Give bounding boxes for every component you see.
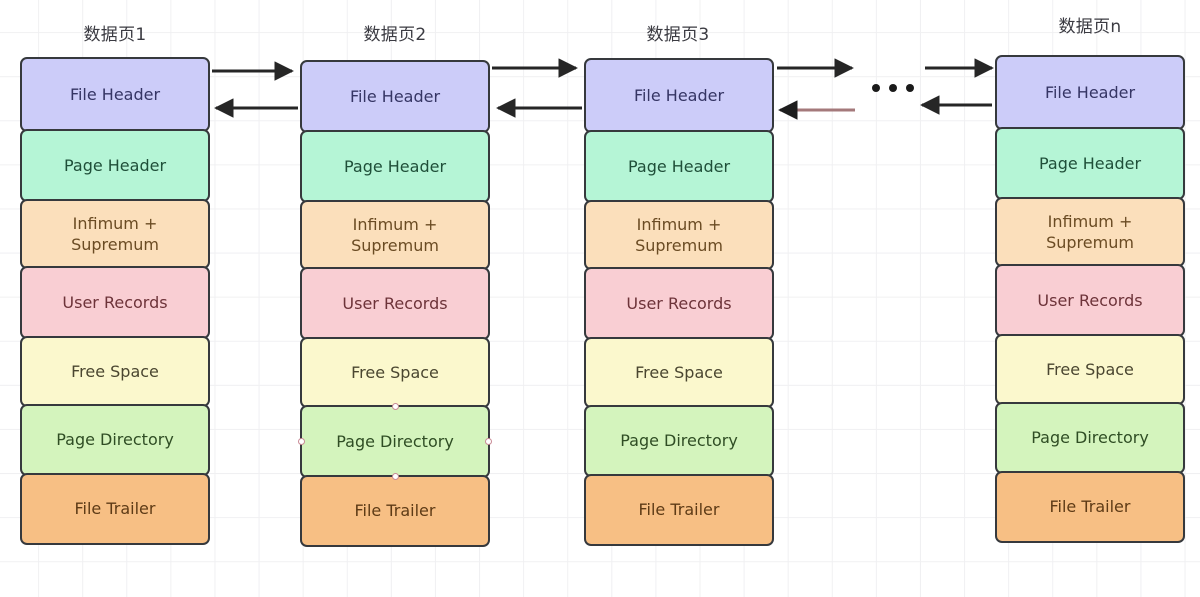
segment-file-trailer[interactable]: File Trailer [20,473,210,545]
segment-page-directory-selected[interactable]: Page Directory [298,403,492,480]
segment-user-records[interactable]: User Records [300,267,490,340]
column-title-3: 数据页3 [646,25,710,45]
ellipsis-dot-icon [906,84,914,92]
segment-user-records[interactable]: User Records [584,267,774,340]
segment-page-header[interactable]: Page Header [584,130,774,203]
segment-file-trailer[interactable]: File Trailer [995,471,1185,543]
column-title-1: 数据页1 [83,25,147,45]
segment-page-directory[interactable]: Page Directory [584,405,774,477]
segment-infimum-supremum[interactable]: Infimum + Supremum [20,199,210,269]
segment-infimum-supremum[interactable]: Infimum + Supremum [995,197,1185,267]
connection-handle-bottom-icon[interactable] [391,473,399,480]
segment-free-space[interactable]: Free Space [300,337,490,408]
segment-free-space[interactable]: Free Space [995,334,1185,405]
segment-page-header[interactable]: Page Header [995,127,1185,200]
segment-infimum-supremum[interactable]: Infimum + Supremum [300,200,490,270]
segment-page-directory[interactable]: Page Directory [20,404,210,476]
segment-file-trailer[interactable]: File Trailer [584,474,774,546]
connection-handle-top-icon[interactable] [391,403,399,410]
segment-user-records[interactable]: User Records [995,264,1185,337]
column-title-n: 数据页n [1058,17,1122,37]
segment-free-space[interactable]: Free Space [20,336,210,407]
segment-page-header[interactable]: Page Header [300,130,490,203]
segment-page-header[interactable]: Page Header [20,129,210,202]
segment-page-directory[interactable]: Page Directory [995,402,1185,474]
segment-file-header[interactable]: File Header [20,57,210,132]
column-title-2: 数据页2 [363,25,427,45]
segment-page-directory-label: Page Directory [336,431,454,451]
segment-file-header[interactable]: File Header [300,60,490,133]
connection-handle-right-icon[interactable] [485,438,492,445]
segment-file-trailer[interactable]: File Trailer [300,475,490,547]
page-column-1[interactable]: File Header Page Header Infimum + Suprem… [20,57,210,545]
ellipsis-indicator [872,84,914,92]
segment-infimum-supremum[interactable]: Infimum + Supremum [584,200,774,270]
ellipsis-dot-icon [889,84,897,92]
segment-free-space[interactable]: Free Space [584,337,774,408]
connection-handle-left-icon[interactable] [298,438,305,445]
page-column-2[interactable]: File Header Page Header Infimum + Suprem… [298,60,492,547]
segment-user-records[interactable]: User Records [20,266,210,339]
ellipsis-dot-icon [872,84,880,92]
segment-file-header[interactable]: File Header [995,55,1185,130]
segment-file-header[interactable]: File Header [584,58,774,133]
page-column-3[interactable]: File Header Page Header Infimum + Suprem… [584,58,774,546]
page-column-n[interactable]: File Header Page Header Infimum + Suprem… [995,55,1185,543]
